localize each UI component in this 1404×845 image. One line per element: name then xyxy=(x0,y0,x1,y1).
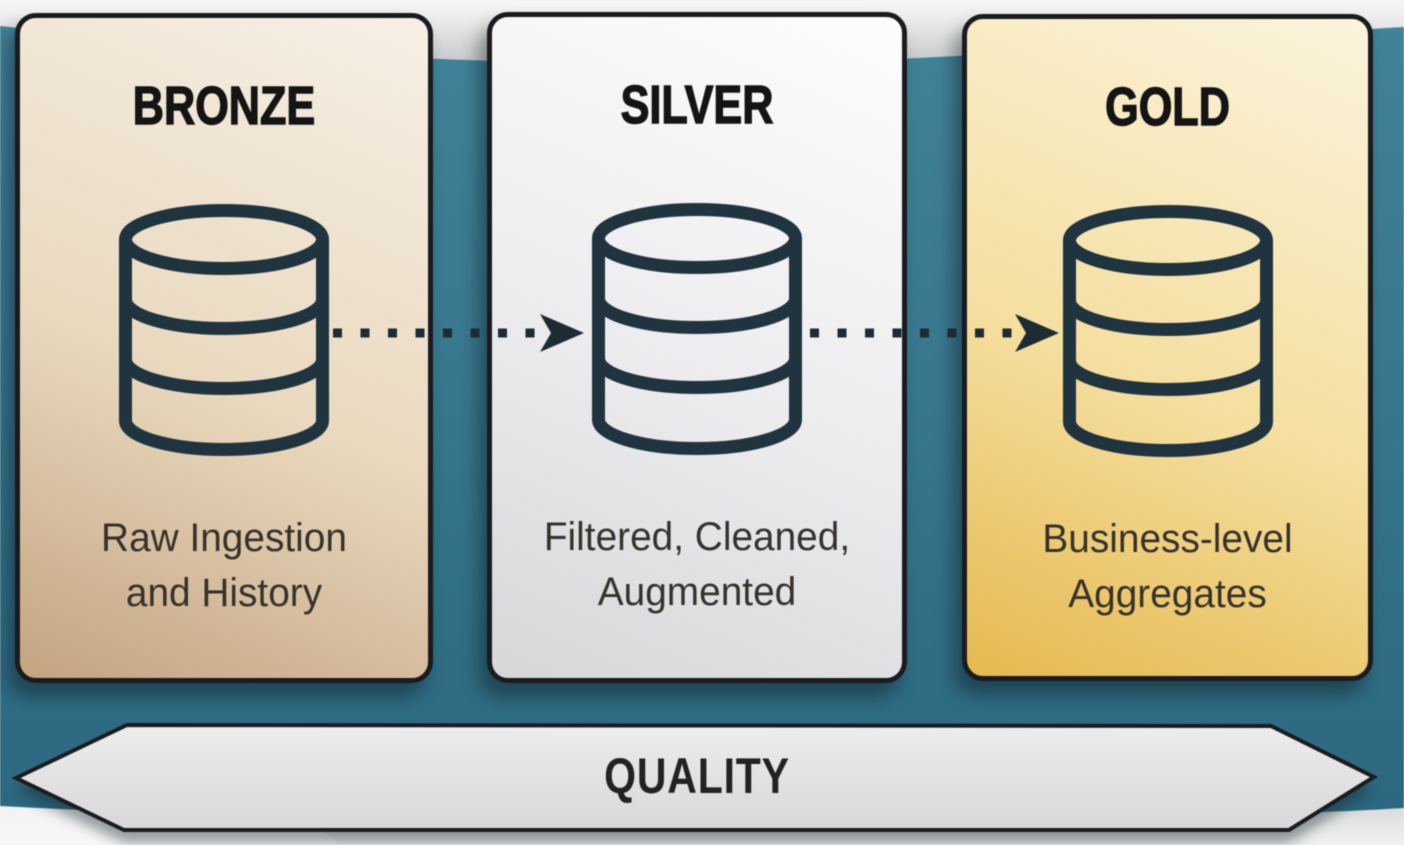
db-divider-arc xyxy=(1062,299,1273,336)
database-icon xyxy=(592,203,802,455)
caption-line: Augmented xyxy=(597,570,797,614)
caption-line: Aggregates xyxy=(1068,572,1267,616)
db-body-outline xyxy=(119,239,329,456)
db-divider-arc xyxy=(592,297,802,334)
db-body-outline xyxy=(592,238,802,455)
db-divider-arc xyxy=(119,358,329,395)
quality-label: QUALITY xyxy=(604,748,790,804)
caption-line: Business-level xyxy=(1042,517,1293,561)
database-icon xyxy=(119,204,329,456)
bronze-title: BRONZE xyxy=(132,76,316,136)
bronze-caption: Raw Ingestion and History xyxy=(26,511,422,621)
silver-caption: Filtered, Cleaned, Augmented xyxy=(498,510,896,620)
caption-line: Raw Ingestion xyxy=(101,516,347,560)
caption-line: Filtered, Cleaned, xyxy=(543,515,851,559)
db-divider-arc xyxy=(1062,359,1273,396)
db-divider-arc xyxy=(592,357,802,394)
quality-banner-shape xyxy=(11,722,1379,832)
gold-title: GOLD xyxy=(1105,77,1231,137)
silver-title: SILVER xyxy=(620,75,774,135)
caption-line: and History xyxy=(125,571,323,615)
database-icon xyxy=(1062,205,1273,457)
db-body-outline xyxy=(1062,240,1273,457)
db-divider-arc xyxy=(119,298,329,335)
bronze-card: BRONZE Raw Ingestion and History xyxy=(15,13,433,683)
